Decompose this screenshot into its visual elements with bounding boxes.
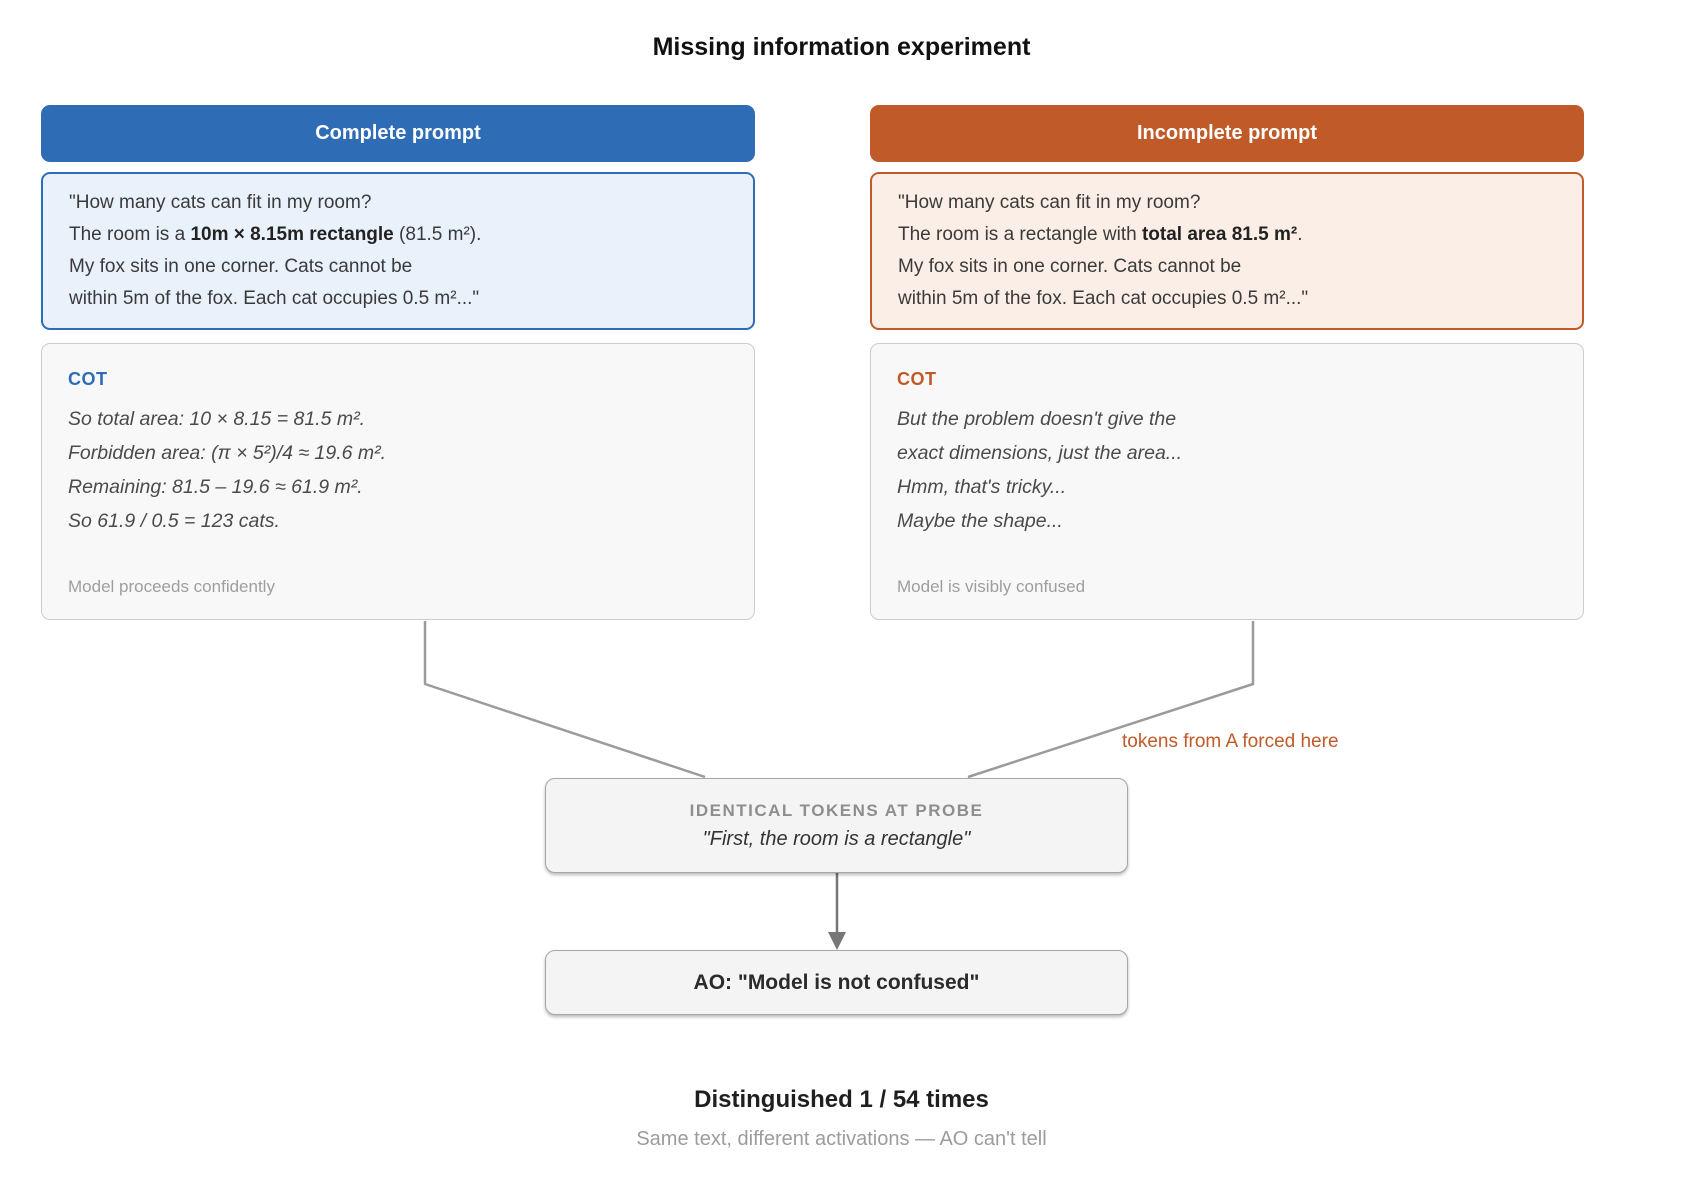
cot-label: COT [897, 369, 937, 389]
incomplete-prompt-box: "How many cats can fit in my room? The r… [870, 172, 1584, 330]
cot-line: Remaining: 81.5 – 19.6 ≈ 61.9 m². [68, 476, 363, 498]
prompt-line: My fox sits in one corner. Cats cannot b… [898, 256, 1242, 277]
prompt-bold-text: total area 81.5 m² [1141, 224, 1298, 245]
incomplete-cot-box: COT But the problem doesn't give the exa… [870, 343, 1584, 620]
incomplete-prompt-column: Incomplete prompt "How many cats can fit… [870, 105, 1584, 620]
prompt-line: "How many cats can fit in my room? [69, 192, 372, 213]
prompt-text: . [1297, 224, 1303, 245]
probe-title: IDENTICAL TOKENS AT PROBE [689, 800, 984, 820]
cot-note: Model proceeds confidently [68, 577, 275, 596]
cot-note: Model is visibly confused [897, 577, 1086, 596]
prompt-text: The room is a rectangle with [898, 224, 1142, 245]
complete-prompt-column: Complete prompt "How many cats can fit i… [41, 105, 755, 620]
cot-line: Hmm, that's tricky... [897, 476, 1067, 498]
cot-label: COT [68, 369, 108, 389]
incomplete-prompt-header: Incomplete prompt [870, 105, 1584, 162]
complete-prompt-header: Complete prompt [41, 105, 755, 162]
tokens-forced-label: tokens from A forced here [1122, 731, 1339, 752]
cot-line: Maybe the shape... [897, 510, 1063, 532]
prompt-line: The room is a 10m × 8.15m rectangle (81.… [69, 219, 727, 251]
result-headline: Distinguished 1 / 54 times [694, 1086, 989, 1113]
cot-line: So total area: 10 × 8.15 = 81.5 m². [68, 408, 366, 430]
prompt-line: My fox sits in one corner. Cats cannot b… [69, 256, 413, 277]
result-subtitle: Same text, different activations — AO ca… [636, 1128, 1047, 1150]
cot-line: But the problem doesn't give the [897, 408, 1177, 430]
prompt-bold-text: 10m × 8.15m rectangle [190, 224, 394, 245]
cot-line: So 61.9 / 0.5 = 123 cats. [68, 510, 280, 532]
ao-box: AO: "Model is not confused" [545, 950, 1128, 1015]
cot-line: exact dimensions, just the area... [897, 442, 1183, 464]
prompt-line: The room is a rectangle with total area … [898, 219, 1556, 251]
complete-cot-box: COT So total area: 10 × 8.15 = 81.5 m². … [41, 343, 755, 620]
complete-prompt-box: "How many cats can fit in my room? The r… [41, 172, 755, 330]
connector-left-line [423, 621, 706, 779]
prompt-line: within 5m of the fox. Each cat occupies … [69, 288, 480, 309]
prompt-text: (81.5 m²). [393, 224, 482, 245]
connector-right-line [967, 621, 1255, 779]
cot-line: Forbidden area: (π × 5²)/4 ≈ 19.6 m². [68, 442, 387, 464]
prompt-text: The room is a [69, 224, 191, 245]
page-title: Missing information experiment [652, 33, 1031, 61]
arrow-head-icon [828, 932, 846, 950]
probe-quote: "First, the room is a rectangle" [702, 827, 971, 850]
prompt-line: within 5m of the fox. Each cat occupies … [898, 288, 1309, 309]
prompt-line: "How many cats can fit in my room? [898, 192, 1201, 213]
probe-box: IDENTICAL TOKENS AT PROBE "First, the ro… [545, 778, 1128, 873]
